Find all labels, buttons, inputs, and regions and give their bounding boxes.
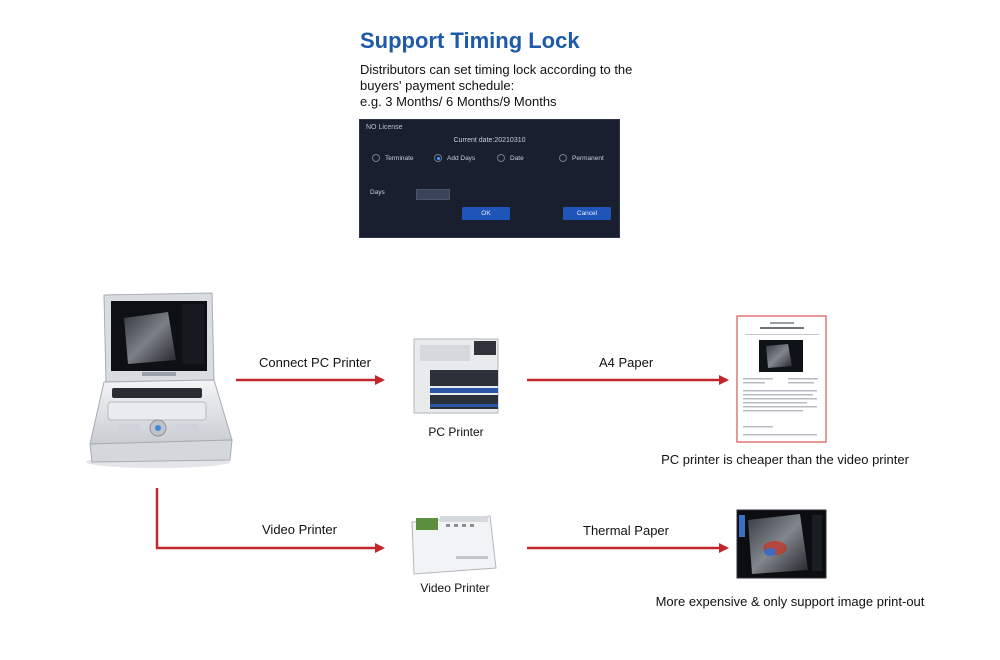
label-connect-pc-printer: Connect PC Printer [259,355,371,370]
cancel-button[interactable]: Cancel [563,207,611,220]
current-date: Current date:20210310 [453,137,526,144]
days-label: Days [370,189,385,196]
caption-video-printer: Video Printer [420,581,490,595]
page-title: Support Timing Lock [360,28,580,53]
radio-label: Add Days [447,154,476,162]
radio-label: Date [510,154,524,162]
ok-button[interactable]: OK [462,207,510,220]
license-dialog: NO License Current date:20210310 Termina… [359,119,620,238]
radio-label: Permanent [572,154,604,162]
radio-add-days[interactable]: Add Days [434,154,475,162]
arrow-video-printer [155,488,385,553]
radio-terminate[interactable]: Terminate [372,154,414,162]
a4-report-icon [736,315,827,443]
thermal-print-icon [736,509,827,579]
dialog-header: NO License [366,124,403,131]
radio-selected-icon [434,154,442,162]
option-group: Terminate Add Days Date Permanent [360,154,619,166]
caption-video-printer-expensive: More expensive & only support image prin… [655,594,925,609]
label-thermal-paper: Thermal Paper [583,523,669,538]
pc-printer-icon [413,338,499,414]
ultrasound-machine-icon [86,292,233,468]
radio-date[interactable]: Date [497,154,524,162]
video-printer-icon [411,515,497,575]
description-line-1: Distributors can set timing lock accordi… [360,62,633,77]
caption-pc-printer: PC Printer [428,425,484,439]
label-video-printer: Video Printer [262,522,337,537]
radio-circle-icon [372,154,380,162]
description-line-2: buyers' payment schedule: [360,78,515,93]
radio-label: Terminate [385,154,414,162]
description: Distributors can set timing lock accordi… [360,62,660,110]
radio-permanent[interactable]: Permanent [559,154,604,162]
radio-circle-icon [497,154,505,162]
radio-circle-icon [559,154,567,162]
caption-pc-printer-cheaper: PC printer is cheaper than the video pri… [661,452,909,467]
label-a4-paper: A4 Paper [599,355,654,370]
days-input[interactable] [416,189,450,200]
description-line-3: e.g. 3 Months/ 6 Months/9 Months [360,94,557,109]
